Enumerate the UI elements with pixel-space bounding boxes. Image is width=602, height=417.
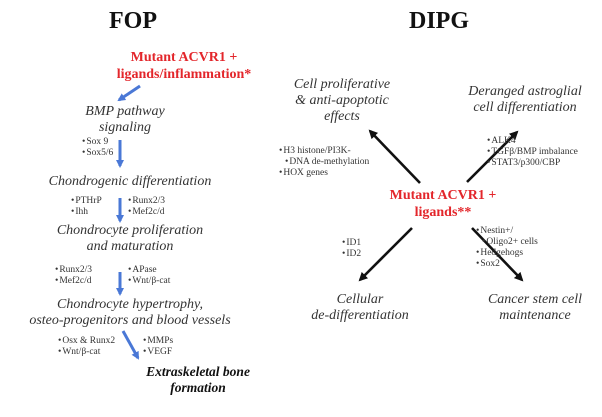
fop-bullets-1: Sox 9 Sox5/6 (82, 137, 113, 159)
bullet-runx23-b: Runx2/3 (55, 265, 92, 276)
fop-stage-bmp-line-1: BMP pathway (85, 104, 165, 119)
fop-bullets-2-right: Runx2/3 Mef2c/d (128, 196, 165, 218)
dipg-bottom-right-effect: Cancer stem cell maintenance (470, 292, 600, 324)
dipg-top-left-line-3: effects (324, 109, 360, 124)
bullet-dna-demethylation: DNA de-methylation (279, 157, 369, 168)
dipg-bottom-left-line-1: Cellular (336, 292, 384, 307)
dipg-top-right-bullets: ALK4 TGFβ/BMP imbalance STAT3/p300/CBP (487, 136, 578, 169)
bullet-apase: APase (128, 265, 170, 276)
bullet-pthrp: PTHrP (71, 196, 101, 207)
dipg-top-left-effect: Cell proliferative & anti-apoptotic effe… (282, 77, 402, 125)
fop-bullets-4-left: Osx & Runx2 Wnt/β-cat (58, 336, 115, 358)
fop-final-outcome: Extraskeletal bone formation (128, 364, 268, 396)
dipg-center-line-2: ligands** (414, 205, 472, 220)
dipg-bottom-left-effect: Cellular de-differentiation (300, 292, 420, 324)
dipg-bottom-left-bullets: ID1 ID2 (342, 238, 361, 260)
fop-stage-bmp-line-2: signaling (98, 120, 152, 135)
dipg-top-left-line-1: Cell proliferative (293, 77, 391, 92)
bullet-runx23: Runx2/3 (128, 196, 165, 207)
dipg-bottom-right-line-2: maintenance (499, 308, 571, 323)
bullet-mef2cd: Mef2c/d (128, 207, 165, 218)
bullet-vegf: VEGF (143, 347, 173, 358)
bullet-tgfb-bmp: TGFβ/BMP imbalance (487, 147, 578, 158)
dipg-top-right-effect: Deranged astroglial cell differentiation (455, 84, 595, 116)
dipg-top-right-line-2: cell differentiation (473, 100, 577, 115)
fop-title: FOP (109, 8, 157, 34)
bullet-oligo2: Oligo2+ cells (476, 237, 538, 248)
fop-mutant-line-1: Mutant ACVR1 + (130, 50, 238, 65)
fop-stage-hypertrophy: Chondrocyte hypertrophy, osteo-progenito… (5, 297, 255, 329)
fop-mutant-label: Mutant ACVR1 + ligands/inflammation* (84, 49, 284, 83)
fop-arrow-1 (117, 84, 141, 102)
bullet-mmps: MMPs (143, 336, 173, 347)
fop-stage-proliferation: Chondrocyte proliferation and maturation (20, 223, 240, 255)
fop-bullets-3-right: APase Wnt/β-cat (128, 265, 170, 287)
dipg-center-line-1: Mutant ACVR1 + (389, 188, 497, 203)
dipg-top-left-bullets: H3 histone/PI3K- DNA de-methylation HOX … (279, 146, 369, 179)
dipg-title: DIPG (409, 8, 469, 34)
fop-bullets-4-right: MMPs VEGF (143, 336, 173, 358)
bullet-sox56: Sox5/6 (82, 148, 113, 159)
dipg-bottom-right-bullets: Nestin+/ Oligo2+ cells Hedgehogs Sox2 (476, 226, 538, 270)
fop-mutant-line-2: ligands/inflammation* (116, 67, 252, 82)
fop-arrow-5 (121, 330, 140, 360)
bullet-ihh: Ihh (71, 207, 102, 218)
bullet-hedgehogs: Hedgehogs (476, 248, 538, 259)
fop-stage-proliferation-line-2: and maturation (86, 239, 174, 254)
fop-stage-hypertrophy-line-2: osteo-progenitors and blood vessels (29, 313, 231, 328)
fop-final-line-2: formation (170, 380, 226, 395)
bullet-wnt-bcat: Wnt/β-cat (128, 276, 170, 287)
dipg-arrow-bottom-left (358, 227, 413, 282)
dipg-arrow-top-left (368, 129, 421, 184)
bullet-wnt-bcat-b: Wnt/β-cat (58, 347, 115, 358)
fop-bullets-3-left: Runx2/3 Mef2c/d (55, 265, 92, 287)
dipg-bottom-left-line-2: de-differentiation (311, 308, 409, 323)
fop-stage-bmp: BMP pathway signaling (55, 104, 195, 136)
fop-stage-chondrogenic: Chondrogenic differentiation (48, 174, 212, 189)
bullet-mef2cd-b: Mef2c/d (55, 276, 92, 287)
dipg-mutant-center: Mutant ACVR1 + ligands** (343, 187, 543, 221)
bullet-id2: ID2 (342, 249, 361, 260)
dipg-bottom-right-line-1: Cancer stem cell (487, 292, 583, 307)
bullet-sox9: Sox 9 (82, 137, 113, 148)
bullet-nestin: Nestin+/ (476, 226, 538, 237)
dipg-top-right-line-1: Deranged astroglial (468, 84, 582, 99)
fop-stage-proliferation-line-1: Chondrocyte proliferation (56, 223, 204, 238)
bullet-h3-histone: H3 histone/PI3K- (279, 146, 369, 157)
bullet-stat3: STAT3/p300/CBP (487, 158, 578, 169)
fop-bullets-2-left: PTHrP Ihh (71, 196, 102, 218)
fop-stage-hypertrophy-line-1: Chondrocyte hypertrophy, (57, 297, 203, 312)
bullet-sox2: Sox2 (476, 259, 538, 270)
bullet-alk4: ALK4 (487, 136, 578, 147)
bullet-id1: ID1 (342, 238, 361, 249)
dipg-top-left-line-2: & anti-apoptotic (295, 93, 389, 108)
bullet-hox-genes: HOX genes (279, 168, 369, 179)
bullet-osx-runx2: Osx & Runx2 (58, 336, 115, 347)
fop-final-line-1: Extraskeletal bone (146, 364, 250, 379)
